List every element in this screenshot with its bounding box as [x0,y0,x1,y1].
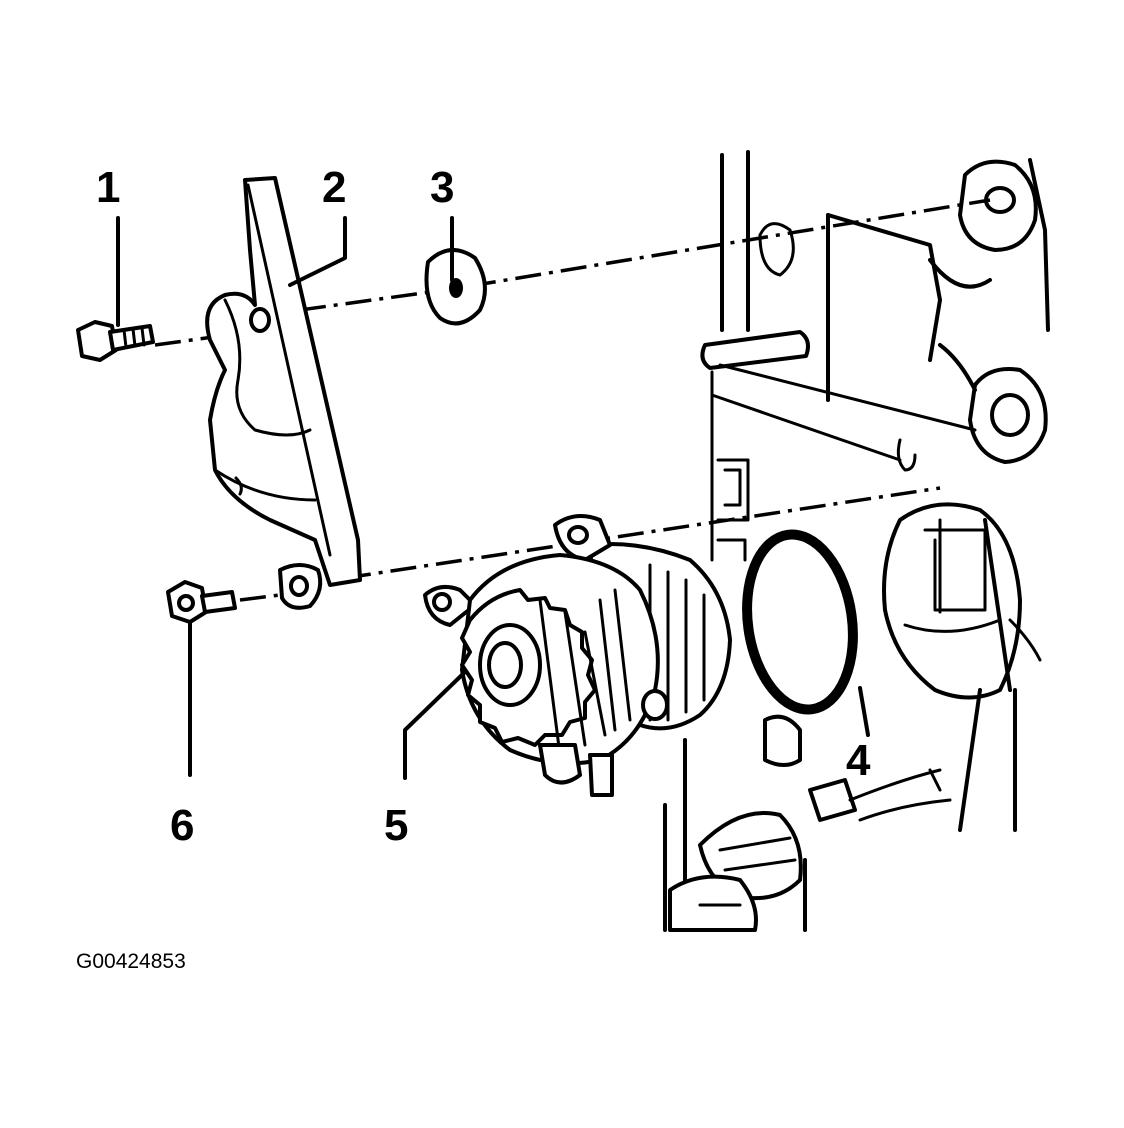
callout-6: 6 [170,801,194,850]
engine-block [663,150,1050,932]
leader-lines [116,216,870,780]
seal-ring-part-4 [742,529,858,715]
washer-part-3 [424,248,487,326]
callouts: 1 2 3 4 5 6 [96,163,871,850]
callout-3: 3 [430,163,454,212]
callout-5: 5 [384,801,408,850]
callout-4: 4 [846,736,871,785]
water-pump-part-5 [423,514,732,797]
figure-id: G00424853 [76,950,186,973]
bolt-part-1 [76,320,155,362]
bolt-part-6 [166,580,237,624]
callout-1: 1 [96,163,120,212]
bracket-part-2 [205,176,362,610]
callout-2: 2 [322,163,346,212]
